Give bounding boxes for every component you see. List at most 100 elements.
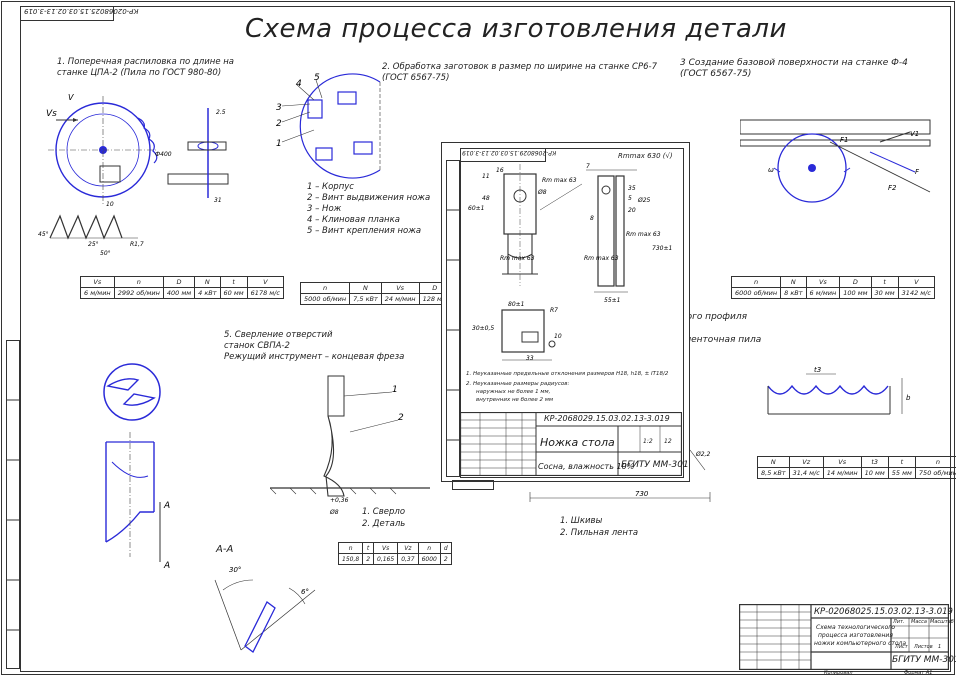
svg-text:V1: V1 — [910, 130, 919, 138]
svg-text:t3: t3 — [814, 366, 821, 374]
main-stamp-grid — [739, 604, 949, 670]
svg-text:7: 7 — [586, 163, 590, 170]
sheet-inner-border — [20, 6, 951, 672]
step5-caption-line1: 5. Сверление отверстий — [224, 330, 333, 340]
detail-stand-left — [452, 480, 494, 490]
svg-text:5: 5 — [628, 195, 632, 202]
svg-text:8: 8 — [590, 215, 594, 222]
svg-text:R7: R7 — [550, 307, 558, 314]
main-stamp-code: КР-02068025.15.03.02.13-3.019 — [814, 607, 953, 617]
left-margin-stamp — [6, 340, 20, 669]
step2-legend-1: 1 – Корпус — [307, 182, 354, 192]
step5-endmill-diagram: А А — [103, 363, 170, 571]
main-stamp-col-lit: Лит. — [893, 619, 905, 625]
step4-legend-1: 1. Шкивы — [560, 516, 603, 526]
main-stamp-name-1: Схема технологического — [816, 624, 896, 631]
svg-text:Rm max 63: Rm max 63 — [584, 255, 619, 262]
svg-text:20: 20 — [628, 207, 636, 214]
step4-legend-2: 2. Пильная лента — [560, 528, 639, 538]
step4-pulley-base: 730 Ø2,2 — [529, 449, 710, 502]
main-stamp-name-3: ножки компьютерного стола — [814, 640, 907, 647]
svg-text:35: 35 — [628, 185, 636, 192]
svg-text:45°: 45° — [38, 231, 49, 238]
svg-text:730: 730 — [635, 490, 649, 498]
svg-text:F1: F1 — [840, 136, 848, 144]
detail-note-4: внутренних не более 2 мм — [476, 397, 554, 403]
svg-text:30±0,5: 30±0,5 — [472, 325, 494, 332]
svg-text:4: 4 — [296, 79, 302, 89]
step5-drill-diagram: 1 2 +0,36 Ø8 — [270, 375, 430, 516]
section-letter-bottom: А — [163, 561, 170, 571]
main-stamp-sheets: Листов — [914, 644, 933, 650]
detail-stamp-org: БГИТУ ММ-301 — [621, 460, 689, 470]
svg-text:50°: 50° — [100, 250, 111, 257]
detail-roughness: Rmmax 630 (√) — [618, 152, 673, 160]
svg-text:6°: 6° — [301, 588, 309, 596]
step1-caption-line2: станке ЦПА-2 (Пила по ГОСТ 980-80) — [57, 68, 222, 78]
svg-text:730±1: 730±1 — [652, 245, 672, 252]
svg-text:60±1: 60±1 — [468, 205, 484, 212]
detail-stamp-sheet: 12 — [664, 438, 672, 445]
detail-inner-frame — [460, 148, 684, 478]
main-stamp-format: Формат А1 — [904, 670, 933, 676]
svg-text:10: 10 — [554, 333, 562, 340]
step1-saw-diagram: Vs V Ф400 2.5 31 10 45° 25° 50° R1,7 — [38, 93, 229, 257]
svg-text:R1,7: R1,7 — [130, 241, 144, 248]
step2-legend-3: 3 – Нож — [307, 204, 342, 214]
svg-text:2: 2 — [398, 413, 404, 423]
svg-text:Ø8: Ø8 — [329, 509, 339, 516]
svg-text:Rm max 63: Rm max 63 — [500, 255, 535, 262]
top-code-box — [20, 6, 114, 21]
svg-text:Ø2,2: Ø2,2 — [695, 451, 710, 458]
step1-v-label: V — [68, 93, 74, 102]
step2-cutterhead-diagram: 1 2 3 4 5 — [276, 73, 381, 179]
step4-caption-line2: – ленточная пила — [678, 335, 762, 345]
svg-text:48: 48 — [482, 195, 490, 202]
step2-caption-line2: (ГОСТ 6567-75) — [382, 73, 450, 83]
detail-top-code-box — [460, 148, 546, 162]
detail-top-code: КР-2068029.15.03.02.13-3.019 — [462, 149, 557, 156]
step2-legend-4: 4 – Клиновая планка — [307, 215, 400, 225]
svg-text:25°: 25° — [88, 241, 99, 248]
svg-text:1: 1 — [276, 139, 282, 149]
detail-stamp-material: Сосна, влажность 10% — [538, 462, 635, 471]
main-stamp-sheet: Лист — [895, 644, 908, 650]
top-code: КР-02068025.15.03.02.13-3.019 — [24, 7, 139, 15]
detail-stamp-name: Ножка стола — [540, 436, 615, 449]
step4-bandsaw-profile: t3 b — [767, 366, 911, 415]
step3-planer-diagram: F1 F F2 V1 ω — [740, 119, 931, 203]
detail-note-2: 2. Неуказанные размеры радиусов: — [466, 381, 570, 387]
main-stamp-copy: Копировал — [824, 670, 853, 676]
svg-text:F2: F2 — [888, 184, 897, 192]
svg-text:F: F — [915, 168, 920, 176]
svg-text:ω: ω — [768, 166, 774, 174]
svg-text:Ø8: Ø8 — [537, 189, 547, 196]
step5-section-aa: 30° 6° — [214, 566, 316, 653]
main-stamp-org: БГИТУ ММ-301 — [892, 655, 956, 665]
step5-legend-2: 2. Деталь — [362, 519, 406, 529]
page-title: Схема процесса изготовления детали — [245, 14, 787, 44]
detail-note-3: наружных не более 1 мм, — [476, 389, 551, 395]
svg-text:80±1: 80±1 — [508, 301, 524, 308]
svg-text:2: 2 — [276, 119, 282, 129]
detail-stamp-code: КР-2068029.15.03.02.13-3.019 — [544, 414, 670, 423]
detail-sheet — [441, 142, 690, 482]
section-aa-label: А-А — [216, 544, 234, 555]
svg-text:10: 10 — [106, 201, 114, 208]
step3-caption-line2: (ГОСТ 6567-75) — [680, 69, 752, 79]
main-stamp-sheet-count: 1 — [938, 644, 942, 650]
step1-vs-label: Vs — [46, 109, 57, 119]
svg-text:Rm max 63: Rm max 63 — [626, 231, 661, 238]
step2-legend-5: 5 – Винт крепления ножа — [307, 226, 422, 236]
detail-part-views: 16 11 Ø8 7 48 60±1 35 5 20 Ø25 730±1 8 5… — [468, 163, 672, 362]
svg-text:Ф400: Ф400 — [155, 151, 172, 158]
detail-left-margin — [446, 160, 460, 477]
svg-text:Rm max 63: Rm max 63 — [542, 177, 577, 184]
detail-note-1: 1. Неуказанные предельные отклонения раз… — [466, 371, 669, 377]
